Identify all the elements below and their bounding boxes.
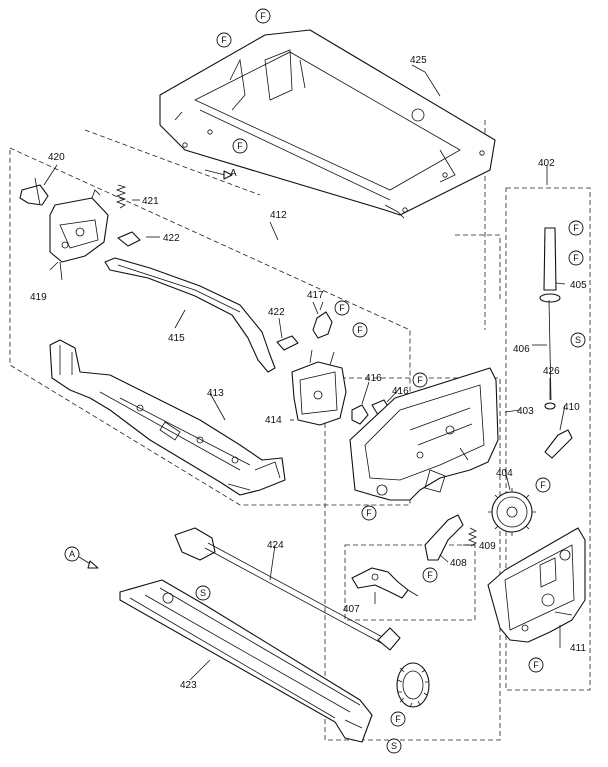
part-402-spindle bbox=[539, 227, 561, 410]
part-415-arm bbox=[104, 257, 276, 373]
fastener-markers-f: F F F F F F F F F F F F F bbox=[216, 8, 584, 727]
view-label-a-bottom: A bbox=[69, 549, 75, 559]
marker-f: F bbox=[357, 325, 363, 335]
part-410-arm bbox=[544, 429, 573, 459]
marker-s: S bbox=[575, 335, 581, 345]
part-408-lever bbox=[424, 514, 464, 561]
marker-f: F bbox=[573, 223, 579, 233]
label-426: 426 bbox=[543, 366, 560, 377]
part-423-carriage bbox=[119, 579, 373, 743]
leader-lines bbox=[43, 64, 566, 681]
label-410: 410 bbox=[563, 402, 580, 413]
marker-f: F bbox=[237, 141, 243, 151]
part-413-frame bbox=[49, 339, 286, 496]
marker-f: F bbox=[573, 253, 579, 263]
view-label-a-top: A bbox=[230, 168, 237, 179]
marker-f: F bbox=[427, 570, 433, 580]
part-411-plate bbox=[487, 527, 586, 643]
marker-f: F bbox=[339, 303, 345, 313]
marker-f: F bbox=[366, 508, 372, 518]
marker-s: S bbox=[200, 588, 206, 598]
label-420: 420 bbox=[48, 152, 65, 163]
part-421-spring bbox=[115, 184, 127, 209]
label-419: 419 bbox=[30, 292, 47, 303]
label-407: 407 bbox=[343, 604, 360, 615]
marker-f: F bbox=[395, 714, 401, 724]
label-408: 408 bbox=[450, 558, 467, 569]
label-425: 425 bbox=[410, 55, 427, 66]
label-413: 413 bbox=[207, 388, 224, 399]
label-416-right: 416 bbox=[392, 386, 409, 397]
part-422-clip bbox=[117, 231, 299, 351]
part-404-gear bbox=[488, 488, 536, 536]
callout-labels: 425 420 402 421 412 422 419 405 417 422 … bbox=[30, 55, 587, 691]
part-407-assembly bbox=[351, 567, 419, 599]
label-403: 403 bbox=[517, 406, 534, 417]
label-409: 409 bbox=[479, 541, 496, 552]
label-417: 417 bbox=[307, 290, 324, 301]
part-417-lever bbox=[312, 301, 333, 339]
marker-f: F bbox=[417, 375, 423, 385]
label-405: 405 bbox=[570, 280, 587, 291]
label-421: 421 bbox=[142, 196, 159, 207]
part-419-420-bracket bbox=[19, 177, 109, 281]
view-arrows-a: A A bbox=[64, 168, 237, 569]
knob-gear bbox=[396, 662, 430, 708]
label-416-left: 416 bbox=[365, 373, 382, 384]
part-424-shaft bbox=[174, 527, 401, 651]
part-409-spring bbox=[467, 527, 478, 547]
label-423: 423 bbox=[180, 680, 197, 691]
label-406: 406 bbox=[513, 344, 530, 355]
marker-f: F bbox=[221, 35, 227, 45]
label-422-upper: 422 bbox=[163, 233, 180, 244]
part-403-chassis bbox=[349, 367, 499, 501]
marker-f: F bbox=[540, 480, 546, 490]
label-424: 424 bbox=[267, 540, 284, 551]
part-414-bracket bbox=[291, 349, 347, 426]
screw-markers-s: S S S bbox=[195, 332, 586, 754]
label-404: 404 bbox=[496, 468, 513, 479]
label-411: 411 bbox=[570, 643, 586, 654]
label-412: 412 bbox=[270, 210, 287, 221]
label-402: 402 bbox=[538, 158, 555, 169]
marker-s: S bbox=[391, 741, 397, 751]
marker-f: F bbox=[533, 660, 539, 670]
marker-f: F bbox=[260, 11, 266, 21]
label-414: 414 bbox=[265, 415, 282, 426]
label-422-lower: 422 bbox=[268, 307, 285, 318]
label-415: 415 bbox=[168, 333, 185, 344]
part-425-top-frame bbox=[159, 29, 496, 219]
